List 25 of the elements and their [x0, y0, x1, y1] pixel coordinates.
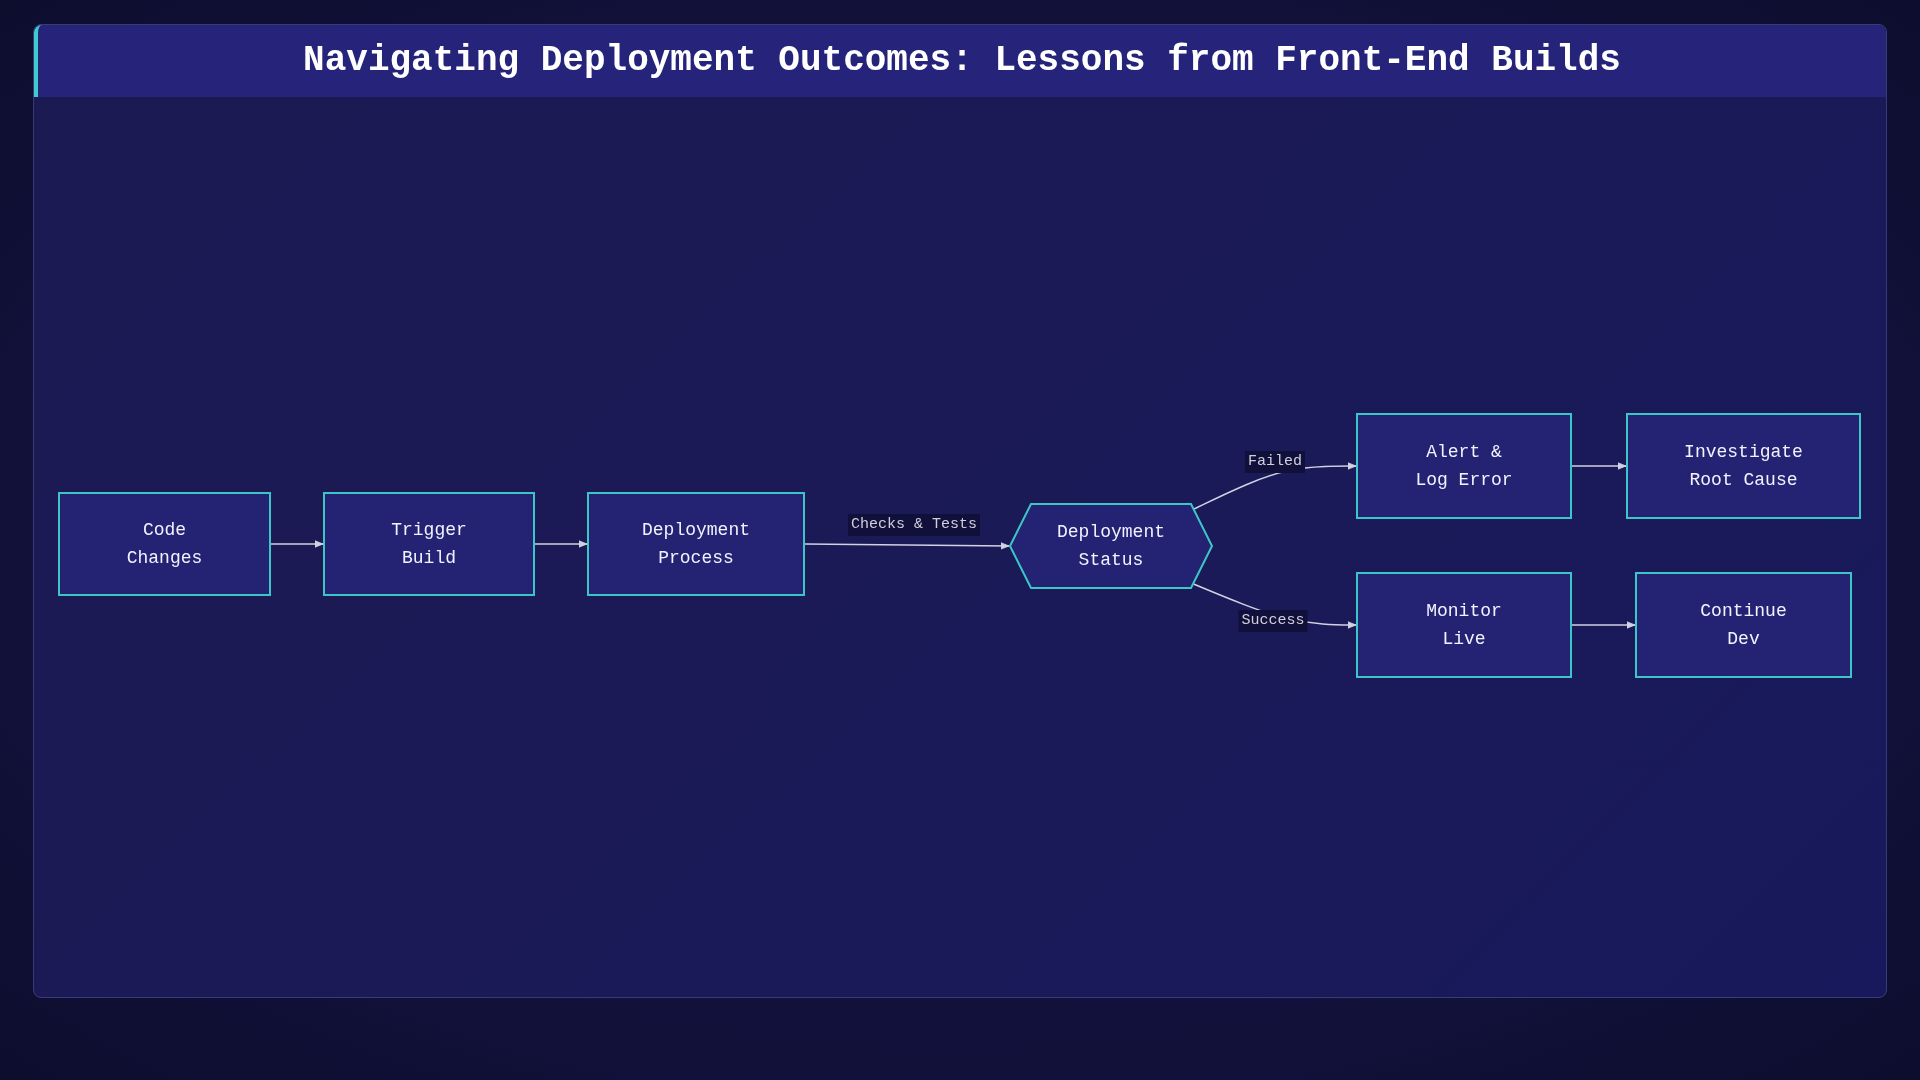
arrow [1571, 621, 1636, 629]
node-label: Continue Dev [1699, 600, 1788, 651]
edge-label: Checks & Tests [848, 514, 980, 536]
node-label: Deployment Process [641, 519, 751, 570]
process-box [323, 492, 535, 596]
node-label: Alert & Log Error [1414, 441, 1514, 492]
node-label: Code Changes [125, 519, 204, 570]
arrow [534, 540, 588, 548]
arrow [1571, 462, 1627, 470]
decision-hexagon [1009, 503, 1213, 589]
node-label: Deployment Status [1056, 521, 1166, 572]
edge-label: Success [1238, 610, 1308, 632]
node-label: Monitor Live [1425, 600, 1503, 651]
process-box [1356, 572, 1572, 678]
node-label: Trigger Build [390, 519, 468, 570]
process-box [1635, 572, 1852, 678]
process-box [1356, 413, 1572, 519]
process-box [587, 492, 805, 596]
arrow [804, 542, 1010, 550]
title: Navigating Deployment Outcomes: Lessons from Front-End Builds [34, 25, 1886, 97]
arrow [270, 540, 324, 548]
process-box [1626, 413, 1861, 519]
process-box [58, 492, 271, 596]
edge-label: Failed [1245, 451, 1305, 473]
node-label: Investigate Root Cause [1683, 441, 1804, 492]
